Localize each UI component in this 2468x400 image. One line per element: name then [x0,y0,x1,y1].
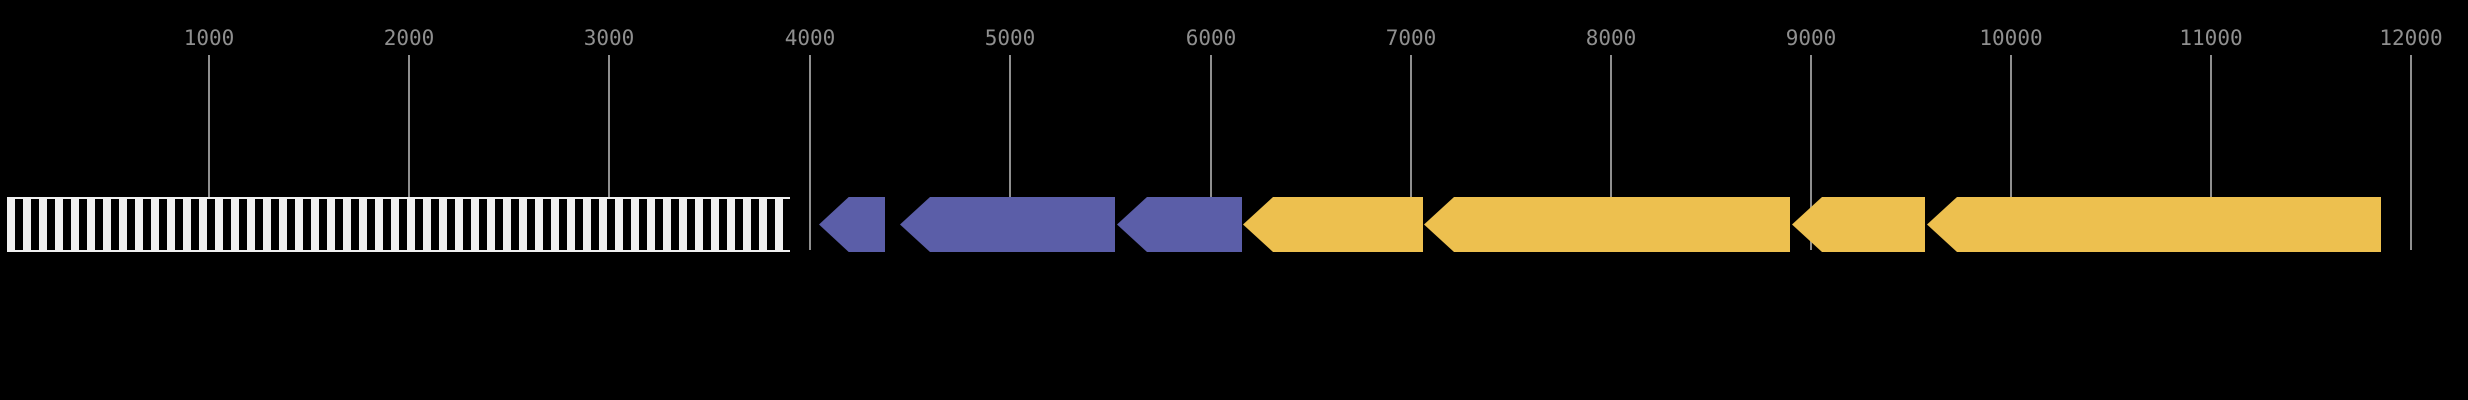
axis-tick-label: 5000 [984,26,1036,50]
axis-tick-line [2210,55,2212,250]
axis-tick-label: 1000 [183,26,235,50]
axis-tick-line [2410,55,2412,250]
axis-tick-line [208,55,210,250]
feature-cds-2[interactable] [900,197,1115,252]
axis-tick-label: 10000 [1979,26,2043,50]
axis-tick-line [408,55,410,250]
feature-cds-5[interactable] [1424,197,1790,252]
axis-tick-label: 4000 [784,26,836,50]
axis-tick-line [1810,55,1812,250]
feature-cds-7[interactable] [1927,197,2381,252]
feature-cds-6[interactable] [1792,197,1925,252]
axis-tick-line [1410,55,1412,250]
axis-tick-label: 9000 [1785,26,1837,50]
feature-repeat-region[interactable] [7,197,790,252]
axis-tick-line [2010,55,2012,250]
feature-cds-3[interactable] [1117,197,1242,252]
axis-tick-line [1610,55,1612,250]
axis-tick-line [1210,55,1212,250]
feature-cds-1[interactable] [819,197,885,252]
feature-cds-4[interactable] [1243,197,1423,252]
axis-tick-label: 2000 [383,26,435,50]
feature-track [0,197,2468,252]
axis-tick-line [1009,55,1011,250]
axis-tick-label: 6000 [1185,26,1237,50]
axis-tick-label: 11000 [2179,26,2243,50]
axis-tick-line [809,55,811,250]
axis-tick-label: 12000 [2379,26,2443,50]
axis-tick-label: 8000 [1585,26,1637,50]
axis-tick-label: 7000 [1385,26,1437,50]
axis-tick-line [608,55,610,250]
axis-tick-label: 3000 [583,26,635,50]
